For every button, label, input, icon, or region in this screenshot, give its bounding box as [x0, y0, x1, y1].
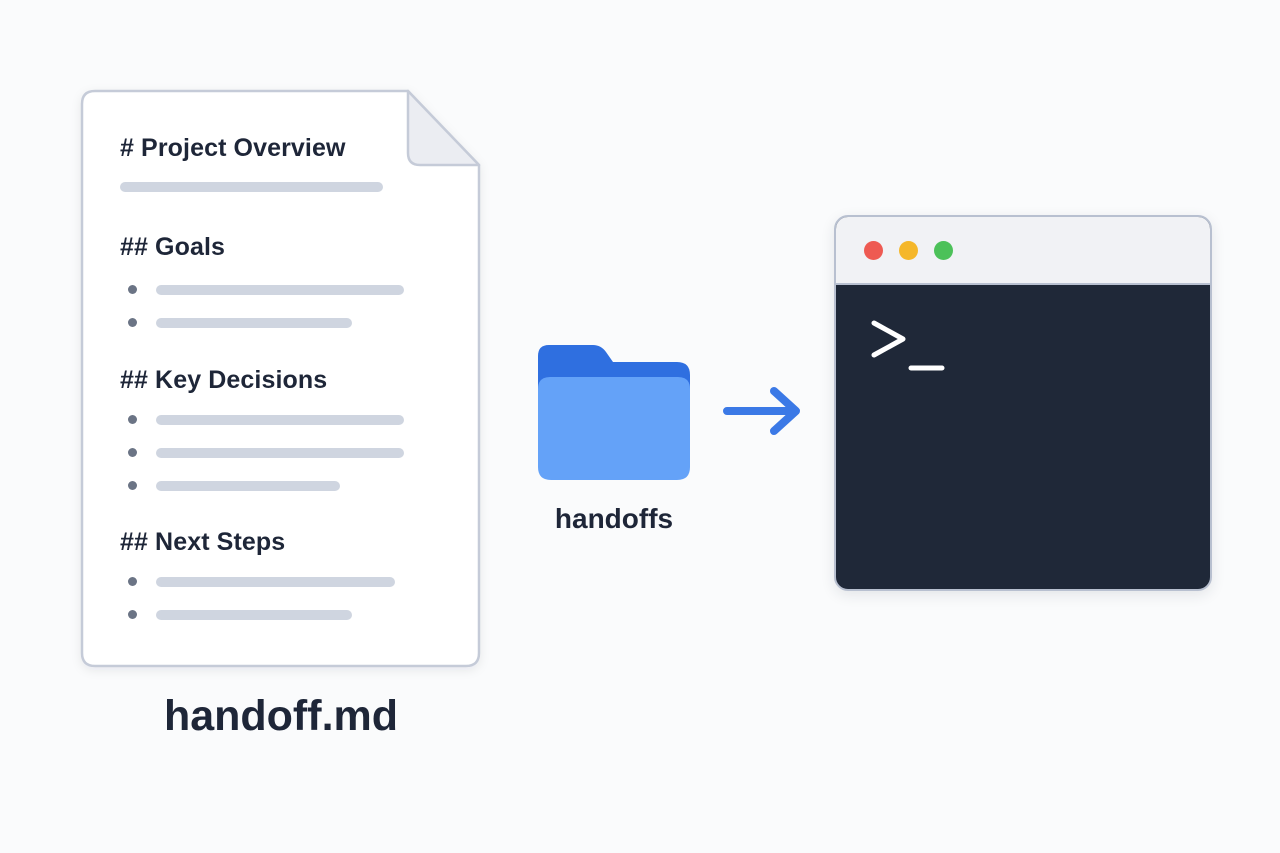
bullet-point: [128, 415, 137, 424]
section-heading-key-decisions: ## Key Decisions: [120, 366, 328, 394]
markdown-document: # Project Overview ## Goals ## Key Decis…: [80, 89, 481, 668]
placeholder-line: [156, 481, 340, 491]
placeholder-line: [156, 415, 404, 425]
folder-label: handoffs: [554, 503, 674, 534]
bullet-point: [128, 448, 137, 457]
document-title: # Project Overview: [120, 134, 346, 162]
placeholder-line: [156, 318, 352, 328]
maximize-dot-icon: [934, 241, 953, 260]
terminal-window: [834, 215, 1212, 591]
terminal-prompt-icon: [871, 320, 945, 371]
close-dot-icon: [864, 241, 883, 260]
minimize-dot-icon: [899, 241, 918, 260]
bullet-point: [128, 285, 137, 294]
placeholder-line: [156, 285, 404, 295]
bullet-point: [128, 577, 137, 586]
bullet-point: [128, 318, 137, 327]
document-icon: [80, 89, 481, 668]
placeholder-line: [156, 448, 404, 458]
bullet-point: [128, 481, 137, 490]
placeholder-line: [156, 577, 395, 587]
file-name-label: handoff.md: [163, 692, 399, 740]
section-heading-next-steps: ## Next Steps: [120, 528, 286, 556]
placeholder-line: [156, 610, 352, 620]
folder-icon: [538, 345, 690, 480]
arrow-right-icon: [723, 387, 800, 435]
title-underline: [120, 182, 383, 192]
terminal-titlebar: [836, 217, 1210, 285]
bullet-point: [128, 610, 137, 619]
page-fold: [406, 89, 481, 167]
section-heading-goals: ## Goals: [120, 233, 226, 261]
